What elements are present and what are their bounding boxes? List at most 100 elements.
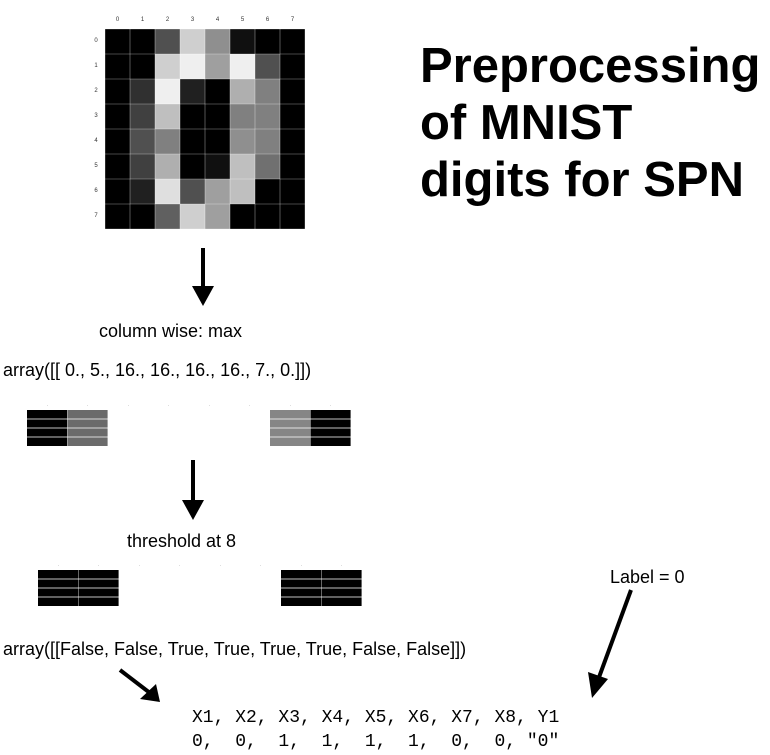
pixel-cell [255, 79, 280, 104]
pixel-cell [155, 29, 180, 54]
step1-label: column wise: max [99, 321, 243, 341]
pixel-cell [280, 154, 305, 179]
pixel-cell [280, 179, 305, 204]
x-tick-label: 5 [240, 17, 245, 23]
x-tick-label: 4 [215, 17, 220, 23]
pixel-cell [230, 179, 255, 204]
pixel-cell [180, 154, 205, 179]
pixel-cell [180, 54, 205, 79]
digit-image [104, 28, 306, 230]
strip2-tick: · [179, 563, 180, 568]
pixel-cell [205, 204, 230, 229]
pixel-cell [255, 179, 280, 204]
pixel-cell [230, 154, 255, 179]
pixel-cell [130, 129, 155, 154]
strip1-tick: · [290, 403, 291, 408]
strip1-tick: · [87, 403, 88, 408]
pixel-cell [230, 79, 255, 104]
pixel-cell [130, 54, 155, 79]
pixel-cell [155, 79, 180, 104]
step2-label: threshold at 8 [127, 531, 237, 551]
pixel-cell [205, 54, 230, 79]
label-note: Label = 0 [610, 567, 685, 587]
pixel-cell [255, 29, 280, 54]
threshold-strip: ········ [38, 563, 363, 606]
x-tick-label: 0 [115, 17, 120, 23]
pixel-cell [180, 79, 205, 104]
pixel-cell [105, 154, 130, 179]
pixel-cell [105, 204, 130, 229]
pixel-cell [230, 104, 255, 129]
diagonal-arrow [118, 668, 160, 702]
pixel-cell [155, 104, 180, 129]
output-row: 0, 0, 1, 1, 1, 1, 0, 0, "0" [192, 732, 560, 752]
y-tick-label: 7 [94, 212, 98, 219]
pixel-cell [130, 104, 155, 129]
strip1-tick: · [249, 403, 250, 408]
down-arrow-1 [192, 248, 214, 306]
pixel-cell [205, 29, 230, 54]
pixel-cell [105, 79, 130, 104]
pixel-cell [180, 179, 205, 204]
pixel-cell [280, 29, 305, 54]
step1-array-text: array([[ 0., 5., 16., 16., 16., 16., 7.,… [3, 360, 312, 380]
pixel-cell [230, 29, 255, 54]
strip2-tick: · [58, 563, 59, 568]
y-tick-label: 6 [94, 187, 98, 194]
title-line-3: digits for SPN [420, 153, 744, 207]
pixel-cell [255, 104, 280, 129]
pixel-cell [280, 129, 305, 154]
pixel-cell [130, 79, 155, 104]
y-tick-label: 3 [94, 112, 98, 119]
pixel-cell [205, 104, 230, 129]
y-tick-label: 0 [94, 37, 98, 44]
pixel-cell [155, 154, 180, 179]
pixel-cell [205, 129, 230, 154]
strip2-tick: · [341, 563, 342, 568]
strip1-tick: · [47, 403, 48, 408]
strip1-tick: · [330, 403, 331, 408]
x-tick-label: 2 [165, 17, 170, 23]
step2-array-text: array([[False, False, True, True, True, … [3, 639, 467, 659]
pixel-cell [180, 104, 205, 129]
pixel-cell [230, 129, 255, 154]
pixel-cell [180, 29, 205, 54]
y-tick-label: 5 [94, 162, 98, 169]
strip2-tick: · [260, 563, 261, 568]
x-tick-label: 3 [190, 17, 195, 23]
pixel-cell [230, 54, 255, 79]
pixel-cell [180, 129, 205, 154]
pixel-cell [155, 179, 180, 204]
pixel-cell [280, 204, 305, 229]
strip1-tick: · [209, 403, 210, 408]
pixel-cell [105, 179, 130, 204]
strip2-tick: · [98, 563, 99, 568]
pixel-cell [130, 29, 155, 54]
strip2-tick: · [139, 563, 140, 568]
pixel-cell [130, 179, 155, 204]
pixel-cell [155, 54, 180, 79]
x-tick-label: 6 [265, 17, 270, 23]
pixel-cell [105, 29, 130, 54]
pixel-cell [105, 54, 130, 79]
title-line-1: Preprocessing [420, 39, 761, 93]
label-arrow [588, 589, 633, 698]
column-max-strip: · · · · · · · · [27, 403, 352, 446]
pixel-cell [280, 54, 305, 79]
pixel-cell [255, 54, 280, 79]
strip1-tick: · [128, 403, 129, 408]
strip1-tick: · [168, 403, 169, 408]
pixel-cell [180, 204, 205, 229]
pixel-cell [255, 129, 280, 154]
pixel-cell [205, 79, 230, 104]
page-title: Preprocessing of MNIST digits for SPN [420, 38, 770, 209]
pixel-cell [280, 79, 305, 104]
pixel-cell [130, 154, 155, 179]
x-tick-label: 7 [290, 17, 295, 23]
pixel-cell [255, 204, 280, 229]
x-tick-label: 1 [140, 17, 145, 23]
y-tick-label: 4 [94, 137, 98, 144]
output-header: X1, X2, X3, X4, X5, X6, X7, X8, Y1 [192, 708, 560, 728]
strip2-tick: · [301, 563, 302, 568]
